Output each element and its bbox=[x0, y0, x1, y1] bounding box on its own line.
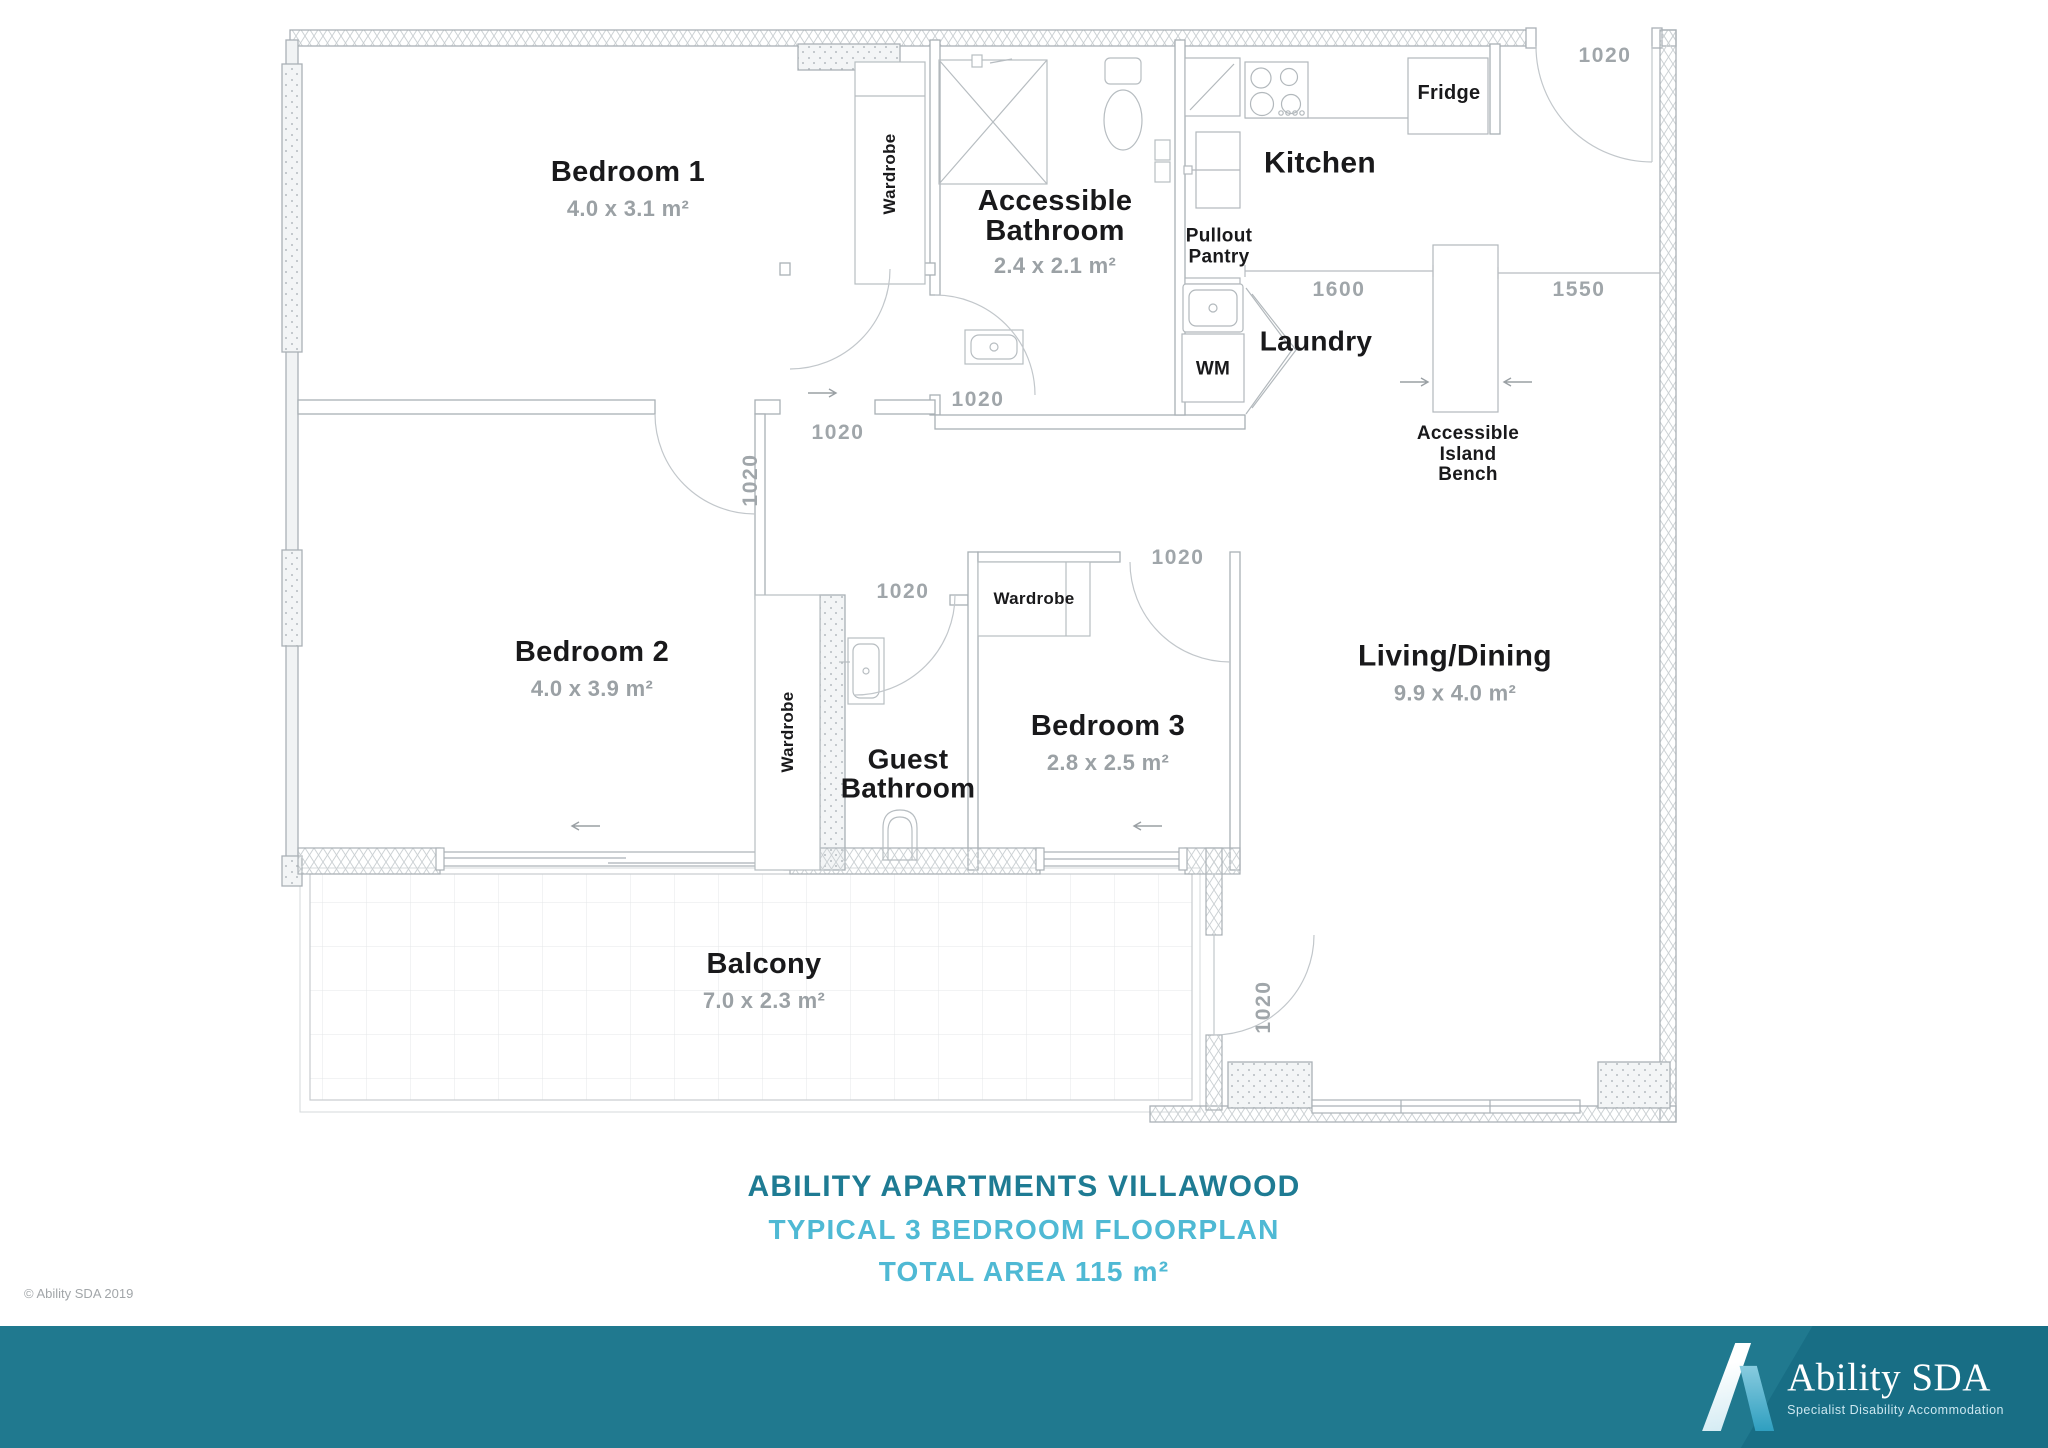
room-size: 2.8 x 2.5 m² bbox=[1046, 749, 1170, 775]
floorplan: Bedroom 1 4.0 x 3.1 m² Wardrobe Accessib… bbox=[278, 22, 1682, 1130]
room-label-bedroom2: Bedroom 2 4.0 x 3.9 m² bbox=[515, 638, 669, 702]
room-size: 4.0 x 3.9 m² bbox=[530, 675, 654, 701]
dim-bedroom2-door: 1020 bbox=[739, 453, 762, 507]
ability-sda-logo-icon bbox=[1702, 1343, 1775, 1431]
pullout-pantry-label: Pullout Pantry bbox=[1185, 225, 1253, 267]
dimension-lines bbox=[1244, 265, 1661, 279]
room-name: Bedroom 2 bbox=[514, 636, 670, 669]
room-label-kitchen: Kitchen bbox=[1263, 146, 1377, 180]
room-size: 9.9 x 4.0 m² bbox=[1393, 680, 1517, 706]
door-swings bbox=[654, 45, 1653, 1036]
room-size: 2.4 x 2.1 m² bbox=[993, 253, 1117, 279]
wardrobe-label-bedroom2: Wardrobe bbox=[777, 691, 797, 773]
dim-balcony-door: 1020 bbox=[1252, 980, 1275, 1034]
room-name: Bedroom 3 bbox=[1030, 710, 1186, 743]
balcony-tiles bbox=[299, 867, 1201, 1113]
dim-bedroom3-door: 1020 bbox=[1151, 546, 1205, 569]
dim-guest-bathroom-door: 1020 bbox=[876, 580, 930, 603]
page-title: ABILITY APARTMENTS VILLAWOOD bbox=[747, 1170, 1301, 1203]
page-subtitle: TYPICAL 3 BEDROOM FLOORPLAN bbox=[768, 1214, 1280, 1245]
kitchen-fixtures bbox=[1181, 57, 1499, 415]
fridge-label: Fridge bbox=[1417, 82, 1481, 105]
room-name: Living/Dining bbox=[1358, 639, 1552, 673]
ability-sda-logo: Ability SDA Specialist Disability Accomm… bbox=[1702, 1343, 2004, 1431]
title-block: ABILITY APARTMENTS VILLAWOOD TYPICAL 3 B… bbox=[0, 1170, 2048, 1288]
room-name: Balcony bbox=[706, 948, 822, 981]
interior-walls bbox=[297, 39, 1501, 871]
direction-arrows bbox=[570, 377, 1532, 831]
washing-machine-label: WM bbox=[1195, 358, 1231, 380]
wardrobes bbox=[754, 61, 1091, 871]
dim-hall-opening: 1020 bbox=[811, 421, 865, 444]
footer-bar: Ability SDA Specialist Disability Accomm… bbox=[0, 1326, 2048, 1448]
total-area: TOTAL AREA 115 m² bbox=[878, 1256, 1170, 1287]
floorplan-drawing bbox=[281, 27, 1677, 1123]
room-label-guest-bathroom: Guest Bathroom bbox=[840, 743, 976, 803]
sills-and-sliding-doors bbox=[297, 847, 1241, 1111]
wardrobe-label-bedroom1: Wardrobe bbox=[879, 133, 899, 215]
dim-bathroom-door: 1020 bbox=[951, 388, 1005, 411]
room-size: 4.0 x 3.1 m² bbox=[566, 195, 690, 221]
room-label-balcony: Balcony 7.0 x 2.3 m² bbox=[703, 950, 825, 1014]
copyright-note: © Ability SDA 2019 bbox=[24, 1286, 134, 1301]
room-label-laundry: Laundry bbox=[1259, 325, 1373, 357]
room-label-bedroom3: Bedroom 3 2.8 x 2.5 m² bbox=[1031, 712, 1185, 776]
room-name: Bedroom 1 bbox=[550, 156, 706, 189]
living-window bbox=[1311, 1099, 1581, 1114]
dim-kitchen-clearance: 1600 bbox=[1312, 278, 1366, 301]
room-name: Accessible Bathroom bbox=[977, 184, 1133, 247]
dim-entry-door: 1020 bbox=[1578, 44, 1632, 67]
room-size: 7.0 x 2.3 m² bbox=[702, 987, 826, 1013]
island-bench-label: Accessible Island Bench bbox=[1416, 423, 1520, 486]
logo-text: Ability SDA Specialist Disability Accomm… bbox=[1787, 1358, 2004, 1417]
room-label-living-dining: Living/Dining 9.9 x 4.0 m² bbox=[1358, 639, 1552, 707]
brand-name: Ability SDA bbox=[1787, 1355, 1991, 1399]
wardrobe-label-bedroom3: Wardrobe bbox=[993, 588, 1075, 608]
room-label-bedroom1: Bedroom 1 4.0 x 3.1 m² bbox=[551, 158, 705, 222]
bathroom-fixtures bbox=[839, 54, 1171, 861]
dim-island-clearance: 1550 bbox=[1552, 278, 1606, 301]
room-label-accessible-bathroom: Accessible Bathroom 2.4 x 2.1 m² bbox=[960, 184, 1150, 279]
brand-tagline: Specialist Disability Accommodation bbox=[1787, 1402, 2004, 1417]
